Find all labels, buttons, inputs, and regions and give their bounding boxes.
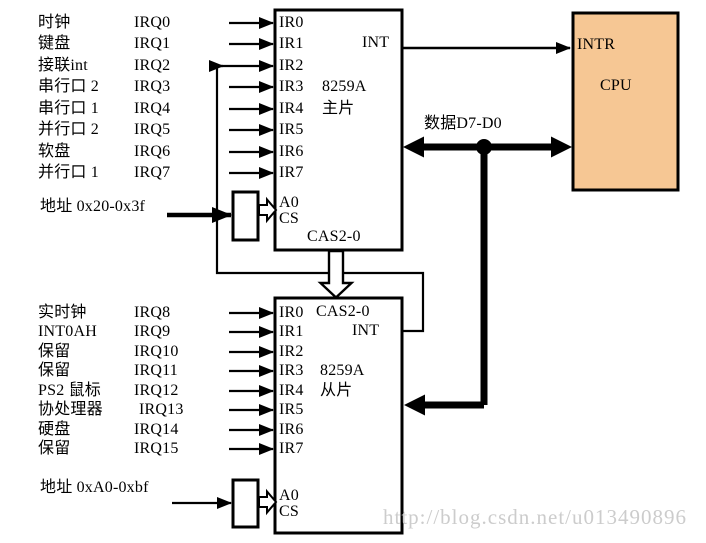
master-chip-subtitle: 主片 xyxy=(322,100,355,117)
irq-number-label: IRQ11 xyxy=(134,362,178,379)
slave-a0-pin-label: A0 xyxy=(279,487,299,504)
irq-device-label: 保留 xyxy=(38,362,71,379)
irq-device-label: 键盘 xyxy=(38,35,71,52)
irq-device-label: 保留 xyxy=(38,343,71,360)
slave-chip-title: 8259A xyxy=(320,362,365,379)
master-chip-title: 8259A xyxy=(322,78,367,95)
irq-number-label: IRQ6 xyxy=(134,143,171,160)
slave-chip-subtitle: 从片 xyxy=(320,382,353,399)
master-cs-pin-label: CS xyxy=(279,210,299,227)
master-address-label: 地址 0x20-0x3f xyxy=(40,198,146,215)
cpu-box xyxy=(571,11,680,192)
bus-arrowhead-master xyxy=(403,136,424,158)
decoder-to-master-cs-arrow xyxy=(258,196,278,224)
master-a0-pin-label: A0 xyxy=(279,194,299,211)
watermark-url: http://blog.csdn.net/u013490896 xyxy=(383,505,687,529)
data-bus-label: 数据D7-D0 xyxy=(424,115,502,132)
cpu-intr-pin-label: INTR xyxy=(577,36,616,53)
slave-int-to-master-ir2-wire xyxy=(215,66,425,333)
irq-number-label: IRQ5 xyxy=(134,121,171,138)
irq-device-label: 硬盘 xyxy=(38,421,71,438)
irq-device-label: 串行口 2 xyxy=(38,78,100,95)
irq-number-label: IRQ3 xyxy=(134,78,171,95)
irq-number-label: IRQ9 xyxy=(134,323,171,340)
master-pin-label: IR2 xyxy=(279,57,304,74)
irq-device-label: 时钟 xyxy=(38,14,71,31)
irq-device-label: 并行口 1 xyxy=(38,164,100,181)
bus-arrowhead-cpu xyxy=(551,136,572,158)
master-int-pin-label: INT xyxy=(362,34,390,51)
irq-device-label: INT0AH xyxy=(38,323,97,340)
irq-number-label: IRQ1 xyxy=(134,35,171,52)
master-pin-label: IR1 xyxy=(279,35,304,52)
irq-number-label: IRQ7 xyxy=(134,164,171,181)
master-pin-label: IR4 xyxy=(279,100,304,117)
cas-cascade-arrow xyxy=(317,249,355,300)
master-cas-pin-label: CAS2-0 xyxy=(307,228,361,245)
bus-arrowhead-slave xyxy=(404,394,425,416)
data-bus xyxy=(403,136,572,416)
irq-device-label: 实时钟 xyxy=(38,304,87,321)
slave-int-pin-label: INT xyxy=(352,322,380,339)
slave-cs-pin-label: CS xyxy=(279,503,299,520)
irq-device-label: 并行口 2 xyxy=(38,121,100,138)
slave-pin-label: IR3 xyxy=(279,362,304,379)
master-pin-label: IR6 xyxy=(279,143,304,160)
irq-device-label: 串行口 1 xyxy=(38,100,100,117)
irq-number-label: IRQ8 xyxy=(134,304,171,321)
irq-number-label: IRQ10 xyxy=(134,343,179,360)
irq-number-label: IRQ4 xyxy=(134,100,171,117)
irq-device-label: 保留 xyxy=(38,440,71,457)
master-irq-arrows xyxy=(209,17,274,179)
irq-number-label: IRQ0 xyxy=(134,14,171,31)
slave-pin-label: IR1 xyxy=(279,323,304,340)
irq-number-label: IRQ14 xyxy=(134,421,179,438)
slave-pin-label: IR6 xyxy=(279,421,304,438)
master-pin-label: IR5 xyxy=(279,121,304,138)
address-decoder-master-box xyxy=(231,190,260,242)
cpu-title: CPU xyxy=(600,77,632,94)
slave-8259a-box xyxy=(273,296,404,535)
irq-number-label: IRQ2 xyxy=(134,57,171,74)
slave-pin-label: IR2 xyxy=(279,343,304,360)
slave-pin-label: IR7 xyxy=(279,440,304,457)
master-pin-label: IR3 xyxy=(279,78,304,95)
slave-cas-pin-label: CAS2-0 xyxy=(316,303,370,320)
address-decoder-slave-box xyxy=(231,478,260,529)
slave-pin-label: IR0 xyxy=(279,304,304,321)
master-8259a-box xyxy=(273,8,404,252)
irq-device-label: PS2 鼠标 xyxy=(38,382,101,399)
irq-device-label: 软盘 xyxy=(38,143,71,160)
irq-number-label: IRQ15 xyxy=(134,440,179,457)
slave-address-label: 地址 0xA0-0xbf xyxy=(40,479,149,496)
irq-device-label: 接联int xyxy=(38,57,88,74)
slave-irq-arrows xyxy=(229,307,274,455)
master-pin-label: IR7 xyxy=(279,164,304,181)
irq-number-label: IRQ13 xyxy=(139,401,184,418)
decoder-to-slave-cs-arrow xyxy=(258,488,278,516)
slave-pin-label: IR4 xyxy=(279,382,304,399)
irq-number-label: IRQ12 xyxy=(134,382,179,399)
irq-device-label: 协处理器 xyxy=(38,401,103,418)
master-pin-label: IR0 xyxy=(279,14,304,31)
slave-pin-label: IR5 xyxy=(279,401,304,418)
